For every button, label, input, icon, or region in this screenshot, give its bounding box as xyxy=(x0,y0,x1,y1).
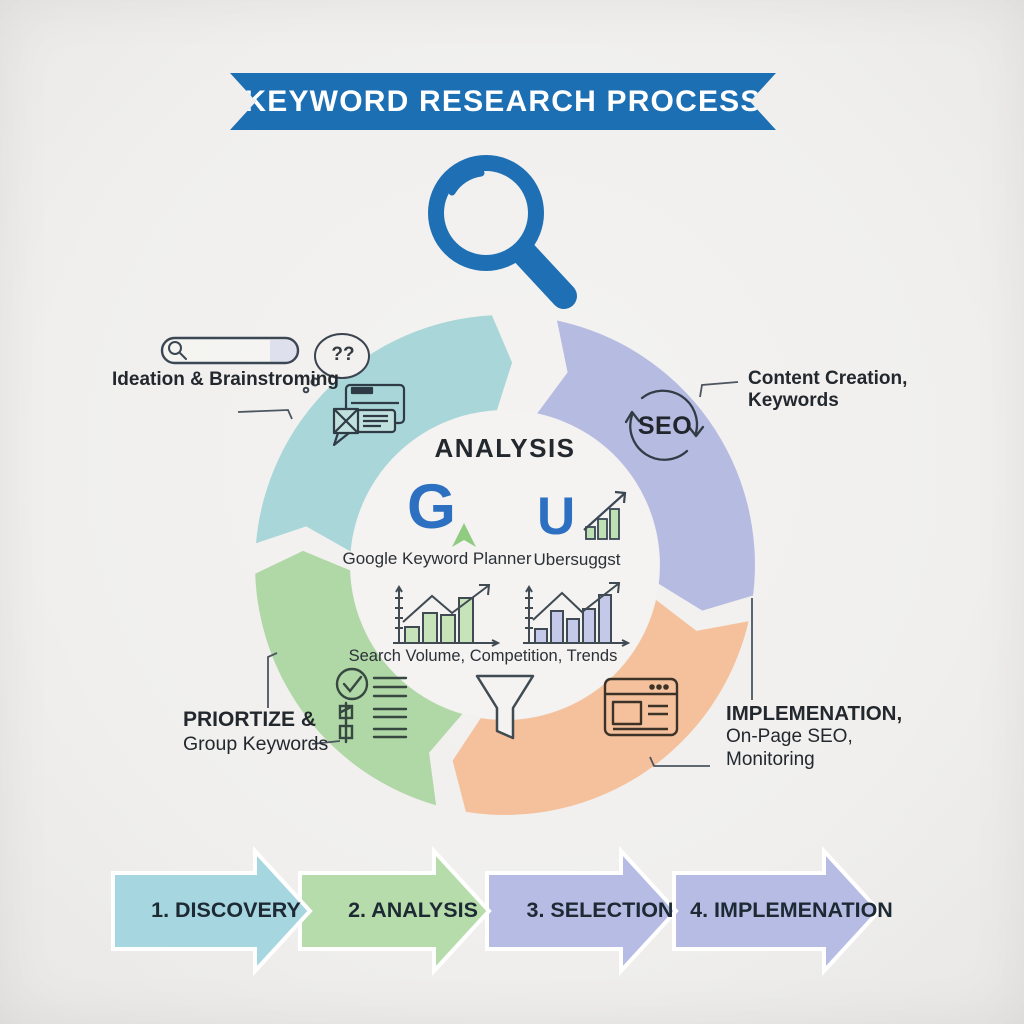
ubersuggest-logo-letter: U xyxy=(537,487,576,546)
thought-bubble-icon xyxy=(302,333,370,394)
label-implementation-line2: On-Page SEO, xyxy=(726,726,853,747)
label-content-creation-line1: Content Creation, xyxy=(748,368,908,389)
step-arrow-3 xyxy=(485,845,679,977)
step-arrows xyxy=(111,845,882,977)
label-implementation-line1: IMPLEMENATION, xyxy=(726,702,903,725)
step-arrow-4 xyxy=(672,845,882,977)
step-arrow-1 xyxy=(111,845,313,977)
checklist-icon xyxy=(335,667,408,744)
browser-window-icon xyxy=(603,677,679,737)
ubersuggest-label: Ubersuggst xyxy=(533,550,621,569)
magnifier-icon xyxy=(428,155,577,309)
label-prioritize-line2: Group Keywords xyxy=(183,733,329,755)
step-label-discovery: 1. DISCOVERY xyxy=(151,898,301,922)
label-content-creation: Content Creation, Keywords xyxy=(748,368,907,412)
label-prioritize-group: PRIORTIZE & Group Keywords xyxy=(183,707,328,757)
thought-bubble-text: ?? xyxy=(331,344,355,365)
mini-bar-chart-purple-icon xyxy=(523,582,631,647)
seo-cycle-icon xyxy=(624,389,705,461)
step-arrow-2 xyxy=(298,845,492,977)
metrics-caption: Search Volume, Competition, Trends xyxy=(348,647,618,665)
step-label-analysis: 2. ANALYSIS xyxy=(348,898,478,922)
search-bar-icon xyxy=(160,336,300,365)
google-logo-arrow-icon xyxy=(452,523,476,547)
connector-lines xyxy=(237,381,753,767)
label-implementation: IMPLEMENATION, On-Page SEO, Monitoring xyxy=(726,702,902,771)
label-prioritize-line1: PRIORTIZE & xyxy=(183,708,317,731)
google-keyword-planner-label: Google Keyword Planner xyxy=(342,549,532,568)
step-label-implementation: 4. IMPLEMENATION xyxy=(690,898,893,922)
segment-implementation xyxy=(452,599,749,815)
funnel-icon xyxy=(475,674,535,740)
page-title: KEYWORD RESEARCH PROCESS xyxy=(244,84,762,118)
step-label-selection: 3. SELECTION xyxy=(526,898,674,922)
seo-badge-text: SEO xyxy=(637,412,693,440)
segment-ideation xyxy=(256,315,513,552)
label-content-creation-line2: Keywords xyxy=(748,390,839,411)
ubersuggest-logo-bars-icon xyxy=(583,490,627,540)
chat-messages-icon xyxy=(332,383,406,447)
mini-bar-chart-green-icon xyxy=(393,584,501,647)
label-implementation-line3: Monitoring xyxy=(726,749,815,770)
title-ribbon: KEYWORD RESEARCH PROCESS xyxy=(230,73,776,130)
label-ideation-brainstorming: Ideation & Brainstroming xyxy=(112,369,339,390)
segment-content-creation xyxy=(537,320,755,611)
cycle-center-title: ANALYSIS xyxy=(434,433,576,463)
google-logo-letter: G xyxy=(407,472,457,542)
